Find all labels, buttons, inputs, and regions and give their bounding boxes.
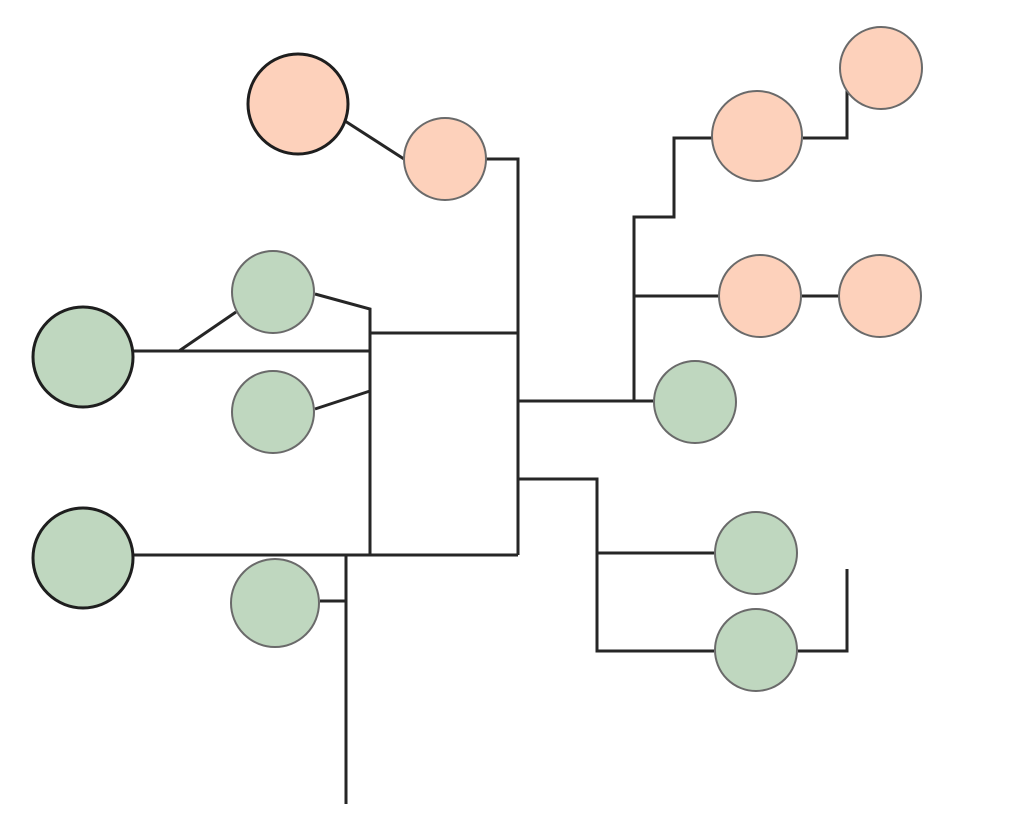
edge-green-left-middle-to-spine [314, 389, 371, 411]
edge-trunk-to-green-lower-right [518, 477, 714, 653]
node-green-left-middle [231, 370, 315, 454]
edge-right-branch-to-peach-upper [632, 136, 712, 401]
node-peach-right-middle [718, 254, 802, 338]
edge-green-right-lower-tail [798, 569, 849, 653]
nodes-layer [31, 26, 923, 692]
node-green-left-lower [230, 558, 320, 648]
node-peach-hub [403, 117, 487, 201]
node-peach-root [246, 52, 350, 156]
node-green-right-lower [714, 608, 798, 692]
edge-peach-upper-to-top-right [803, 90, 849, 140]
edges-layer [133, 90, 849, 804]
node-peach-top-right [839, 26, 923, 110]
edge-green-left-upper-to-spine [314, 292, 372, 555]
edge-green-root-upper-diagonal [178, 310, 237, 353]
node-green-center-right [653, 360, 737, 444]
node-green-left-upper [231, 250, 315, 334]
node-peach-right-upper [711, 90, 803, 182]
edge-peach-root-to-hub [344, 119, 405, 161]
edge-hub-to-trunk [486, 157, 520, 555]
node-green-root-lower [31, 506, 135, 610]
node-green-root-upper [31, 305, 135, 409]
node-green-right-upper [714, 511, 798, 595]
node-peach-far-right [838, 254, 922, 338]
